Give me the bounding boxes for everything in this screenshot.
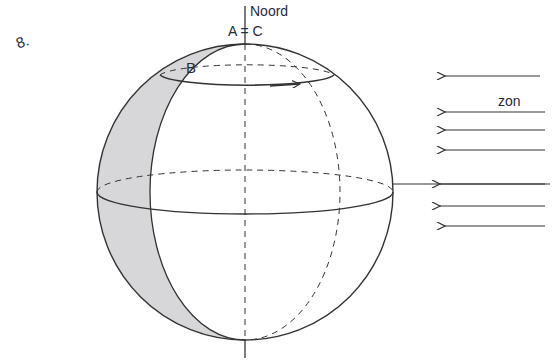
point-label: A = C bbox=[228, 24, 263, 38]
direction-label: Noord bbox=[250, 4, 288, 18]
equator-line bbox=[393, 183, 550, 184]
axis-bottom bbox=[244, 340, 245, 358]
night-shade bbox=[97, 44, 245, 340]
point-label: B bbox=[186, 60, 196, 75]
sun-rays bbox=[440, 76, 545, 226]
axis-inner bbox=[245, 44, 246, 340]
globe-outline bbox=[97, 44, 393, 340]
sun-label: zon bbox=[498, 94, 521, 108]
rotation-arrow bbox=[270, 84, 300, 86]
terminator bbox=[150, 44, 245, 340]
question-number: 8. bbox=[14, 32, 31, 50]
latitude-circle bbox=[160, 75, 334, 85]
meridian-back bbox=[245, 44, 340, 340]
